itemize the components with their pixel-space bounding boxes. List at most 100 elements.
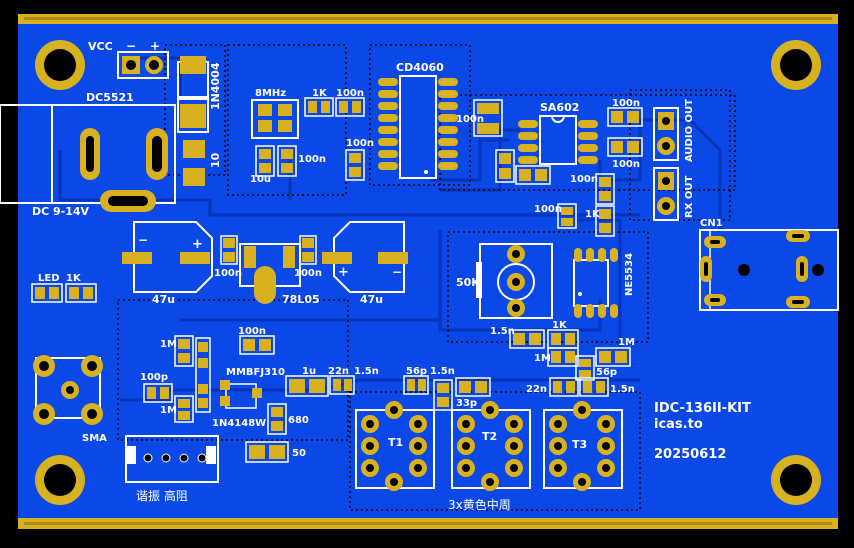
c22n-label: 22n (328, 366, 349, 377)
resonator-caption: 谐振 高阻 (136, 488, 188, 503)
cap-47u-left (122, 221, 213, 293)
diode-1n4004 (177, 56, 209, 133)
c100n-small (557, 203, 615, 237)
led-label: LED (38, 273, 60, 284)
mounting-hole-bl (35, 455, 85, 505)
c100n-osc-c-label: 100n (346, 138, 374, 149)
transformer-t3 (543, 401, 623, 491)
r1m-right (595, 347, 631, 367)
r1m-b (174, 395, 194, 423)
rx-out-header (653, 167, 679, 221)
cap-left-plus: + (192, 237, 203, 252)
c1u-label: 1u (302, 366, 316, 377)
c22n-b-label: 22n (526, 384, 547, 395)
ic-cd4060 (378, 75, 458, 179)
c100n-vert (595, 173, 615, 205)
c10u-label: 10u (250, 174, 271, 185)
r50 (245, 441, 289, 463)
r680 (267, 403, 287, 435)
pot-label: 50K (456, 276, 480, 289)
c15n-c (579, 377, 609, 397)
c100n-r3-label: 100n (570, 174, 598, 185)
c100p (143, 383, 173, 403)
sma-connector (33, 355, 103, 425)
cap-right-plus: + (338, 265, 349, 280)
rx-out-label: RX OUT (684, 175, 695, 218)
r680-label: 680 (288, 415, 309, 426)
jfet-label: MMBFJ310 (226, 367, 285, 378)
c100n-mid-label: 100n (534, 204, 562, 215)
input-range-label: DC 9-14V (32, 205, 90, 218)
sa602-label: SA602 (540, 101, 579, 114)
r1m-pot-label: 1M (534, 353, 551, 364)
regulator-78l05 (239, 243, 301, 304)
c33p (455, 377, 491, 397)
c15n-pot-label: 1.5n (490, 326, 515, 337)
r1m-a (174, 335, 194, 367)
c33p-label: 33p (456, 398, 477, 409)
transformers-caption: 3x黄色中周 (448, 497, 511, 512)
c15n-label: 1.5n (354, 366, 379, 377)
c100n-r1-label: 100n (612, 98, 640, 109)
r1m-a-label: 1M (160, 339, 177, 350)
c100n-osc-a (335, 97, 365, 117)
kit-name: IDC-136II-KIT (654, 401, 751, 416)
c100n-mixer-left-label: 100n (456, 114, 484, 125)
cn1-label: CN1 (700, 218, 723, 229)
vcc-header (117, 51, 169, 79)
cap-100n-reg-left (220, 235, 238, 265)
c100n-mixer-left (473, 99, 503, 137)
c10u (255, 145, 297, 177)
led-r-label: 1K (66, 273, 82, 284)
resonator-header (125, 435, 219, 483)
cn1-jack (699, 229, 839, 311)
r1m-right-label: 1M (618, 337, 635, 348)
c56p-b-label: 56p (596, 367, 617, 378)
r1k-pot-label: 1K (552, 320, 568, 331)
vcc-plus: + (150, 39, 160, 53)
t1-label: T1 (388, 436, 403, 449)
transformer-t2 (451, 401, 531, 491)
c15n-c-label: 1.5n (610, 384, 635, 395)
cap-reg-right-label: 100n (294, 268, 322, 279)
jfet-j310 (220, 380, 262, 409)
c100p-label: 100p (140, 372, 168, 383)
c22n (329, 375, 355, 395)
ic-sa602 (518, 115, 598, 165)
c15n-pot (509, 329, 545, 349)
cap-left-label: 47u (152, 293, 175, 306)
c15n-b-label: 1.5n (430, 366, 455, 377)
c100n-mixer-r1 (607, 107, 643, 127)
c1u (285, 375, 329, 397)
diode-1n4148-label: 1N4148W (212, 418, 266, 429)
transformer-t1 (355, 401, 435, 491)
crystal-8mhz (251, 99, 299, 139)
cap-100n-reg-right (299, 235, 317, 265)
c100n-fe-label: 100n (238, 326, 266, 337)
c100n-osc-b-label: 100n (298, 154, 326, 165)
led (31, 283, 97, 303)
c56p (403, 375, 429, 395)
cap-47u-right (322, 221, 408, 293)
c100n-osc-c (345, 149, 365, 181)
t3-label: T3 (572, 438, 587, 451)
r1k-osc (304, 97, 334, 117)
c100n-r2-label: 100n (612, 159, 640, 170)
c22n-b (549, 377, 579, 397)
cd4060-label: CD4060 (396, 61, 444, 74)
sma-label: SMA (82, 433, 107, 444)
c56p-label: 56p (406, 366, 427, 377)
audio-out-label: AUDIO OUT (684, 99, 695, 162)
ic-ne5534 (573, 248, 618, 318)
cap-right-label: 47u (360, 293, 383, 306)
cap-left-minus: − (138, 233, 148, 247)
kit-site: icas.to (654, 417, 703, 432)
pot-50k (476, 243, 553, 319)
c100n-mixer-mid (495, 149, 551, 185)
dc-jack (0, 104, 176, 212)
cap-reg-left-label: 100n (214, 268, 242, 279)
mounting-hole-tl (35, 40, 85, 90)
r1k-osc-label: 1K (312, 88, 328, 99)
regulator-label: 78L05 (282, 293, 320, 306)
